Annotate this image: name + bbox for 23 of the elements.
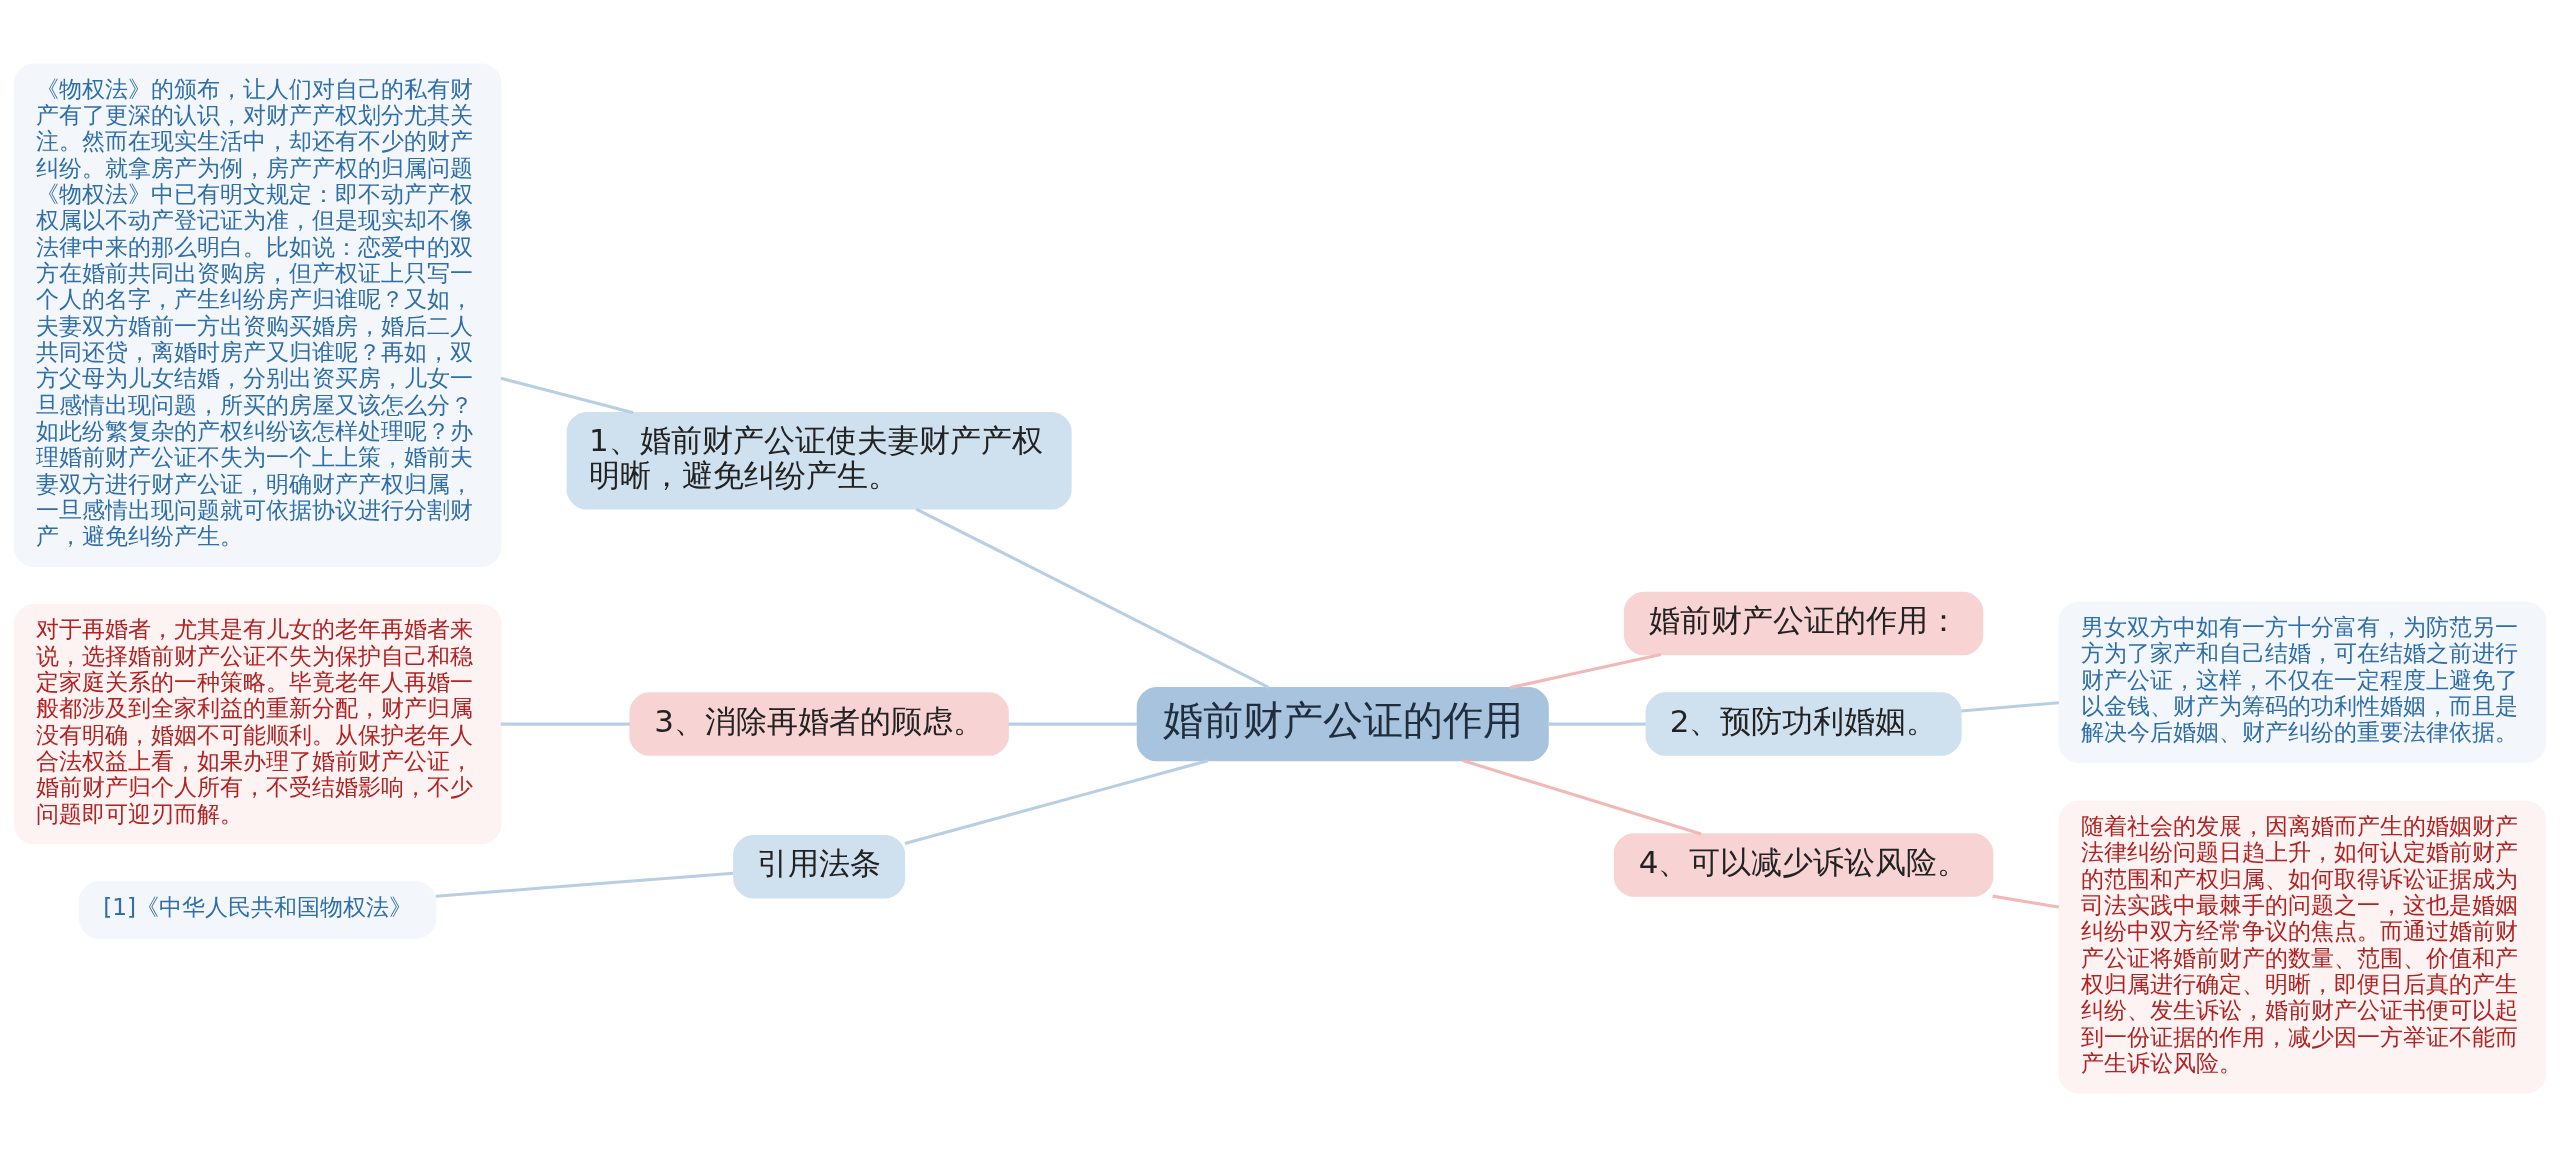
connector (1961, 701, 2059, 713)
node-box: 引用法条 (733, 834, 906, 899)
connector (1509, 652, 1662, 690)
node-box: [1]《中华人民共和国物权法》 (78, 881, 437, 939)
node-box: 《物权法》的颁布，让人们对自己的私有财产有了更深的认识，对财产产权划分尤其关注。然而在现实生活中，却还有不少的财产纠纷。就拿房产为例，房产产权的归属问题《物权法》中已有明文规定：即不动产产权权属以不动产登记证为准，但是现实却不像法律中来的那么明白。比如说：恋爱中的双方在婚前共同出资购房，但产权证上只写一个人的名字，产生纠纷房产归谁呢？又如，夫妻双方婚前一方出资购买婚房，婚后二人共同还贷，离婚时房产又归谁呢？再如，双方父母为儿女结婚，分别出资买房，儿女一旦感情出现问题，所买的房屋又该怎么分？如此纷繁复杂的产权纠纷该怎样处理呢？办理婚前财产公证不失为一个上上策，婚前夫妻双方进行财产公证，明确财产产权归属，一旦感情出现问题就可依据协议进行分割财产，避免纠纷产生。 (13, 63, 502, 567)
connector (1992, 894, 2060, 909)
connector (1462, 759, 1702, 836)
node-box: 对于再婚者，尤其是有儿女的老年再婚者来说，选择婚前财产公证不失为保护自己和稳定家庭关系的一种策略。毕竟老年人再婚一般都涉及到全家利益的重新分配，财产归属没有明确，婚姻不可能顺利。从保护老年人合法权益上看，如果办理了婚前财产公证，婚前财产归个人所有，不受结婚影响，不少问题即可迎刃而解。 (13, 604, 502, 845)
node-box: 随着社会的发展，因离婚而产生的婚姻财产法律纠纷问题日趋上升，如何认定婚前财产的范围和产权归属、如何取得诉讼证据成为司法实践中最棘手的问题之一，这也是婚姻纠纷中双方经常争议的焦点。而通过婚前财产公证将婚前财产的数量、范围、价值和产权归属进行确定、明晰，即便日后真的产生纠纷、发生诉讼，婚前财产公证书便可以起到一份证据的作用，减少因一方举证不能而产生诉讼风险。 (2058, 800, 2547, 1094)
node-box: 2、预防功利婚姻。 (1645, 692, 1962, 756)
connector (500, 376, 634, 415)
connector (915, 507, 1270, 689)
node-box: 4、可以减少诉讼风险。 (1613, 833, 1994, 897)
connector (1008, 722, 1138, 726)
connector (1548, 722, 1646, 726)
node-box: 婚前财产公证的作用 (1136, 686, 1549, 762)
node-box: 男女双方中如有一方十分富有，为防范另一方为了家产和自己结婚，可在结婚之前进行财产公证，这样，不仅在一定程度上避免了以金钱、财产为筹码的功利性婚姻，而且是解决今后婚姻、财产纠纷的重要法律依据。 (2058, 601, 2547, 763)
connector (435, 871, 734, 898)
connector (904, 759, 1209, 846)
node-box: 1、婚前财产公证使夫妻财产产权明晰，避免纠纷产生。 (566, 411, 1072, 510)
node-box: 婚前财产公证的作用： (1623, 591, 1984, 656)
node-box: 3、消除再婚者的顾虑。 (629, 692, 1009, 756)
connector (500, 722, 630, 726)
